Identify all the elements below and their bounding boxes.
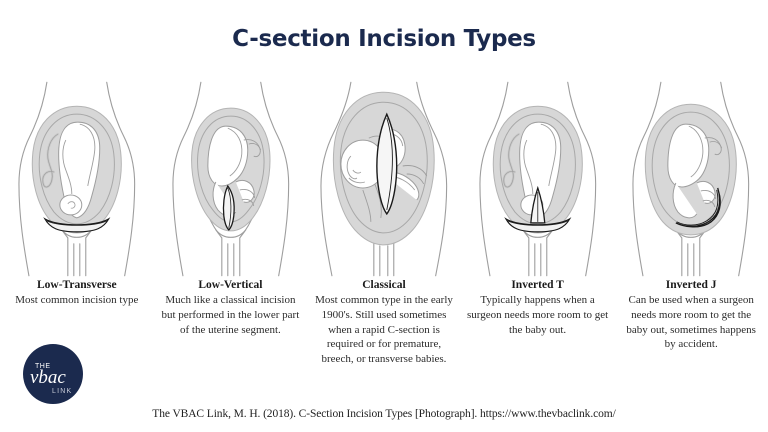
figure-classical: [307, 78, 461, 278]
logo-wordmark: vbac: [30, 367, 66, 388]
type-name: Inverted J: [665, 279, 717, 291]
fetus-inverted-j: [667, 123, 723, 219]
incision-type-column-inverted-t: Inverted T Typically happens when a surg…: [461, 78, 615, 368]
incision-marker-low-vertical: [222, 184, 235, 231]
incision-type-column-inverted-j: Inverted J Can be used when a surgeon ne…: [614, 78, 768, 368]
caption-classical: Classical Most common type in the early …: [307, 278, 461, 367]
figure-inverted-j: [614, 78, 768, 278]
incision-marker-classical: [376, 112, 398, 216]
type-name: Inverted T: [511, 279, 564, 291]
type-name: Low-Vertical: [198, 279, 263, 291]
type-description: Can be used when a surgeon needs more ro…: [626, 294, 756, 351]
incision-types-row: Low-Transverse Most common incision type: [0, 78, 768, 368]
fetus-inverted-t: [502, 121, 562, 219]
logo-link-text: LINK: [52, 388, 72, 395]
incision-type-column-low-transverse: Low-Transverse Most common incision type: [0, 78, 154, 368]
caption-inverted-j: Inverted J Can be used when a surgeon ne…: [614, 278, 768, 352]
incision-type-column-classical: Classical Most common type in the early …: [307, 78, 461, 368]
type-description: Most common type in the early 1900's. St…: [315, 294, 453, 365]
incision-marker-inverted-t: [504, 185, 572, 233]
type-description: Typically happens when a surgeon needs m…: [466, 294, 609, 336]
caption-low-transverse: Low-Transverse Most common incision type: [0, 278, 154, 308]
credit-line: The VBAC Link, M. H. (2018). C-Section I…: [152, 408, 616, 420]
logo-the-text: THE: [35, 363, 51, 370]
type-description: Most common incision type: [15, 294, 139, 307]
type-name: Low-Transverse: [36, 279, 117, 291]
figure-inverted-t: [461, 78, 615, 278]
fetus-low-transverse: [41, 121, 101, 219]
caption-low-vertical: Low-Vertical Much like a classical incis…: [154, 278, 308, 337]
page-title: C-section Incision Types: [232, 26, 536, 52]
incision-type-column-low-vertical: Low-Vertical Much like a classical incis…: [154, 78, 308, 368]
type-name: Classical: [362, 279, 406, 291]
figure-low-transverse: [0, 78, 154, 278]
logo-circle: [23, 344, 83, 404]
figure-low-vertical: [154, 78, 308, 278]
incision-marker-low-transverse: [43, 217, 111, 233]
vbac-link-logo: THE vbac LINK: [22, 343, 84, 405]
incision-marker-inverted-j: [675, 187, 722, 228]
type-description: Much like a classical incision but perfo…: [161, 294, 300, 336]
caption-inverted-t: Inverted T Typically happens when a surg…: [461, 278, 615, 337]
